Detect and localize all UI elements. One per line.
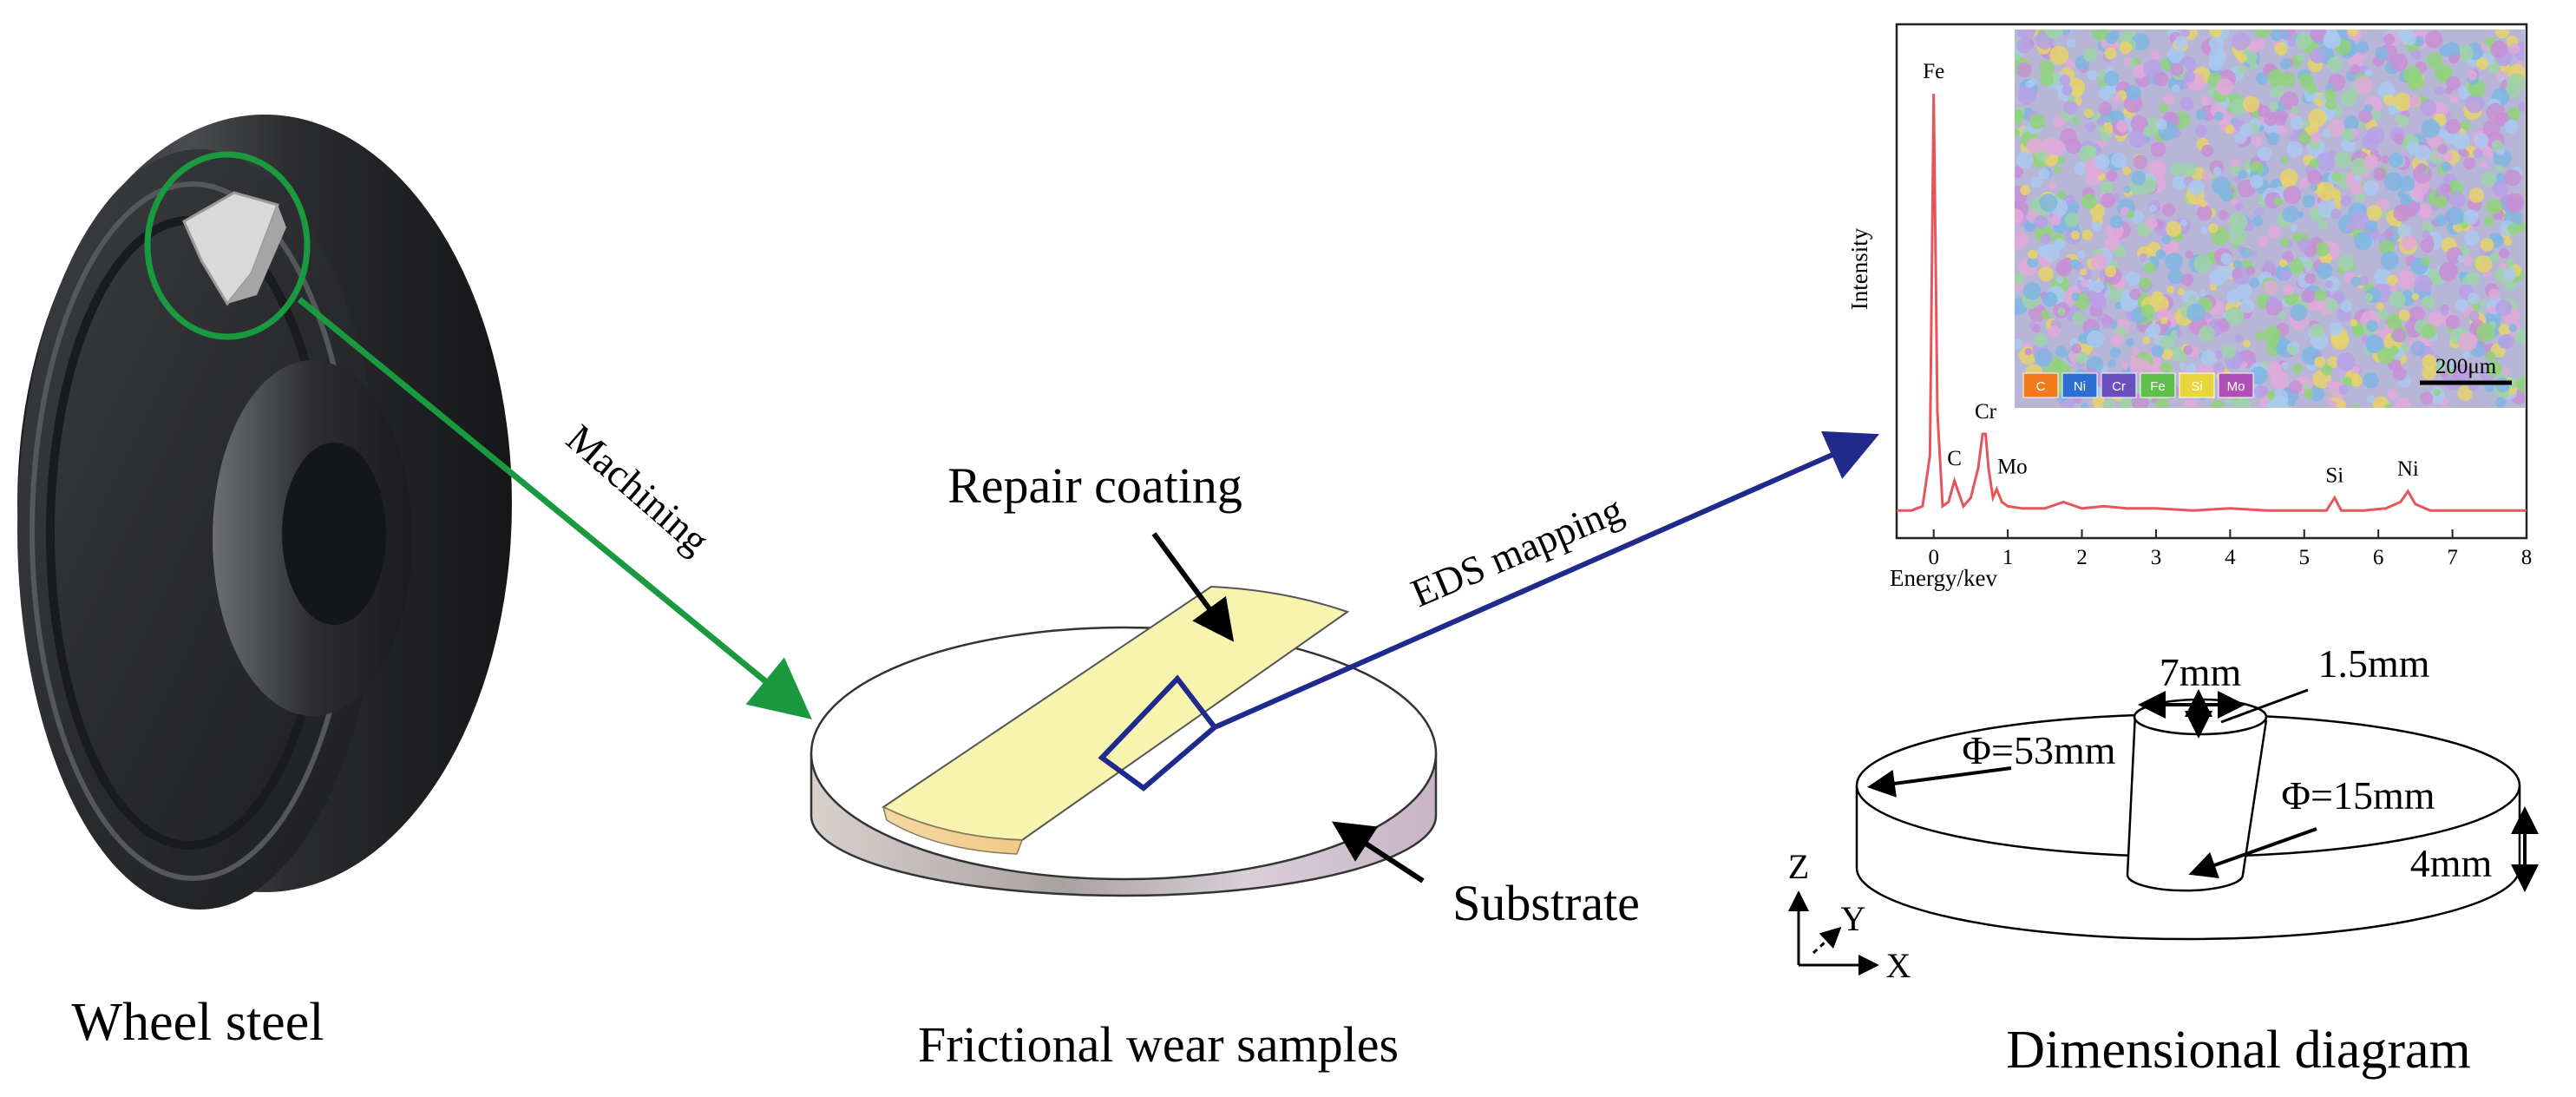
legend-label-c: C (2036, 379, 2046, 394)
dimensional-diagram-caption: Dimensional diagram (2006, 1021, 2470, 1080)
wheel-axle-hole (282, 443, 386, 625)
dim-outer-diameter-label: Φ=53mm (1962, 728, 2115, 772)
peak-label-ni: Ni (2397, 457, 2419, 481)
dim-outer-diameter-arrow (1867, 766, 2012, 798)
legend-chip-ni (2061, 372, 2098, 398)
x-tick-label: 3 (2151, 546, 2162, 569)
wheel-steel-illustration (17, 115, 512, 910)
legend-chip-c (2022, 372, 2059, 398)
element-map-image (2015, 30, 2525, 408)
axis-y-label: Y (1841, 899, 1866, 938)
dim-inner-diameter-label: Φ=15mm (2281, 773, 2435, 818)
legend-label-ni: Ni (2074, 379, 2086, 394)
x-tick-label: 0 (1928, 546, 1939, 569)
x-tick-label: 8 (2521, 546, 2533, 569)
dim-disk-side (1855, 785, 2521, 941)
map-scale-label: 200μm (2435, 355, 2497, 378)
legend-label-mo: Mo (2227, 379, 2245, 394)
substrate-pointer (1331, 821, 1425, 884)
wear-sample-disk (810, 585, 1438, 897)
spectrum-y-label: Intensity (1846, 227, 1872, 310)
frictional-wear-samples-caption: Frictional wear samples (918, 1016, 1399, 1073)
legend-chip-si (2179, 372, 2215, 398)
machining-label: Machining (558, 416, 718, 562)
dimensional-diagram: 7mm 1.5mm Φ=53mm Φ=15mm 4mm Z Y X (1788, 641, 2539, 985)
legend-chip-fe (2140, 372, 2176, 398)
legend-label-si: Si (2191, 379, 2202, 394)
wheel-face (17, 149, 382, 910)
x-tick-label: 5 (2299, 546, 2311, 569)
map-texture (2015, 30, 2525, 408)
axis-x-label: X (1886, 946, 1911, 985)
repair-coating-pointer (1151, 532, 1235, 642)
peak-label-mo: Mo (1997, 456, 2028, 479)
axis-z-label: Z (1788, 847, 1809, 886)
peak-label-fe: Fe (1923, 60, 1944, 83)
spectrum-x-label: Energy/kev (1890, 565, 1997, 591)
sample-location-circle (144, 151, 311, 340)
x-tick-label: 6 (2373, 546, 2384, 569)
dim-height-label: 4mm (2410, 841, 2493, 885)
machining-arrow (297, 297, 812, 719)
x-tick-label: 4 (2225, 546, 2236, 569)
peak-label-cr: Cr (1975, 400, 1997, 424)
repair-coating-label: Repair coating (947, 457, 1242, 514)
legend-label-cr: Cr (2112, 379, 2126, 394)
spectrum-x-axis: 0 1 2 3 4 5 6 7 8 (1928, 529, 2532, 569)
substrate-label: Substrate (1452, 875, 1640, 931)
spectrum-line (1897, 93, 2527, 512)
dim-inner-diameter-arrow (2188, 827, 2317, 878)
element-map-legend: C Ni Cr Fe Si Mo (2022, 372, 2254, 398)
dim-thickness-label: 1.5mm (2317, 641, 2429, 686)
wheel-steel-caption: Wheel steel (72, 993, 324, 1052)
x-tick-label: 1 (2002, 546, 2014, 569)
legend-label-fe: Fe (2150, 379, 2166, 394)
peak-label-c: C (1947, 447, 1962, 470)
repair-coating-edge (882, 805, 1024, 855)
dim-thickness-leader (2220, 688, 2309, 724)
x-tick-label: 2 (2076, 546, 2088, 569)
eds-mapping-arrow (1213, 430, 1879, 730)
dim-coating-block (2126, 713, 2268, 892)
machined-notch-side (227, 205, 286, 304)
axis-y-arrow (1812, 926, 1842, 955)
legend-chip-mo (2218, 372, 2254, 398)
x-tick-label: 7 (2447, 546, 2458, 569)
dim-width-label: 7mm (2160, 650, 2242, 694)
peak-label-si: Si (2325, 464, 2343, 488)
legend-chip-cr (2101, 372, 2137, 398)
